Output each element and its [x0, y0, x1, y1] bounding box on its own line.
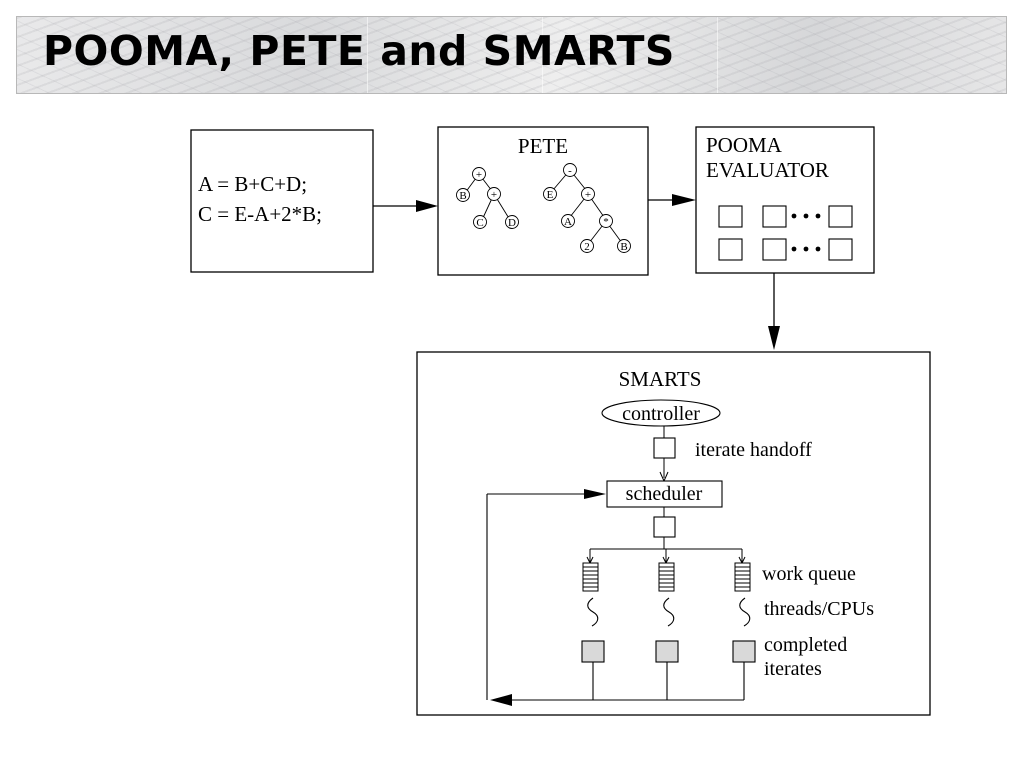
- tree-node: C: [473, 215, 487, 229]
- thread-icon: [587, 597, 599, 627]
- handoff-box: [653, 437, 676, 459]
- completed-label-line-1: completed: [764, 634, 847, 656]
- tree-node: +: [472, 167, 486, 181]
- code-line-1: A = B+C+D;: [198, 172, 307, 196]
- loop-arrowhead: [490, 694, 512, 706]
- tree-node: 2: [580, 239, 594, 253]
- evaluator-cell: [762, 238, 787, 261]
- completed-iterates: [581, 640, 756, 663]
- tree-node: -: [563, 163, 577, 177]
- svg-text:+: +: [585, 189, 591, 201]
- feedback-loop: [486, 493, 745, 701]
- title-banner: POOMA, PETE and SMARTS: [16, 16, 1007, 94]
- pete-title: PETE: [518, 134, 568, 158]
- smarts-title: SMARTS: [619, 367, 702, 391]
- banner-seam: [542, 17, 543, 93]
- pete-box: PETE + B + C D - E + A: [437, 126, 649, 276]
- code-line-2: C = E-A+2*B;: [198, 202, 322, 226]
- scheduler-box: [606, 480, 723, 508]
- evaluator-box: POOMA EVALUATOR: [695, 126, 875, 274]
- evaluator-cell: [718, 238, 743, 261]
- handoff-label: iterate handoff: [695, 439, 812, 461]
- evaluator-cell: [828, 205, 853, 228]
- evaluator-cell: [762, 205, 787, 228]
- arrow-evaluator-to-smarts: [768, 273, 780, 350]
- evaluator-title-line-2: EVALUATOR: [706, 158, 829, 182]
- tree-node: +: [581, 187, 595, 201]
- controller-label: controller: [622, 403, 700, 425]
- tree-node: D: [505, 215, 519, 229]
- svg-text:B: B: [620, 241, 627, 253]
- arrow-pete-to-evaluator: [648, 194, 696, 206]
- work-queue-icon: [582, 562, 599, 592]
- evaluator-grid: [718, 205, 853, 261]
- tree-node: E: [543, 187, 557, 201]
- scheduler-arrowhead: [584, 489, 606, 499]
- completed-iterate-box: [732, 640, 756, 663]
- svg-text:D: D: [508, 217, 516, 229]
- tree-node: A: [561, 214, 575, 228]
- scheduler-label: scheduler: [626, 483, 703, 505]
- tree-node: *: [599, 214, 613, 228]
- thread-icon: [663, 597, 675, 627]
- svg-text:B: B: [459, 190, 466, 202]
- svg-text:E: E: [547, 189, 554, 201]
- thread-icon: [739, 597, 751, 627]
- tree-node: B: [456, 188, 470, 202]
- controller-ellipse: [601, 399, 721, 427]
- banner-seam: [367, 17, 368, 93]
- banner-seam: [717, 17, 718, 93]
- svg-text:+: +: [476, 169, 482, 181]
- completed-iterate-box: [655, 640, 679, 663]
- svg-text:2: 2: [584, 241, 590, 253]
- thread-icons: [587, 597, 751, 627]
- code-box: A = B+C+D; C = E-A+2*B;: [190, 129, 374, 273]
- dispatch-box: [653, 516, 676, 538]
- arrow-code-to-pete: [373, 200, 438, 212]
- svg-text:C: C: [476, 217, 483, 229]
- completed-label-line-2: iterates: [764, 658, 822, 680]
- tree-node: B: [617, 239, 631, 253]
- tree-node: +: [487, 187, 501, 201]
- smarts-box: SMARTS controller iterate handoff schedu…: [416, 351, 931, 716]
- ellipsis-dots: [791, 213, 821, 252]
- expression-tree-1: + B + C D: [456, 167, 519, 229]
- work-queue-label: work queue: [762, 563, 856, 585]
- completed-iterate-box: [581, 640, 605, 663]
- threads-label: threads/CPUs: [764, 598, 874, 620]
- svg-text:A: A: [564, 216, 572, 228]
- work-queues: [582, 562, 751, 592]
- evaluator-title-line-1: POOMA: [706, 133, 783, 157]
- svg-text:+: +: [491, 189, 497, 201]
- evaluator-cell: [828, 238, 853, 261]
- work-queue-icon: [734, 562, 751, 592]
- expression-tree-2: - E + A * 2 B: [543, 163, 631, 253]
- svg-text:*: *: [603, 216, 609, 228]
- work-queue-icon: [658, 562, 675, 592]
- slide-title: POOMA, PETE and SMARTS: [43, 27, 675, 75]
- evaluator-cell: [718, 205, 743, 228]
- svg-text:-: -: [568, 165, 572, 177]
